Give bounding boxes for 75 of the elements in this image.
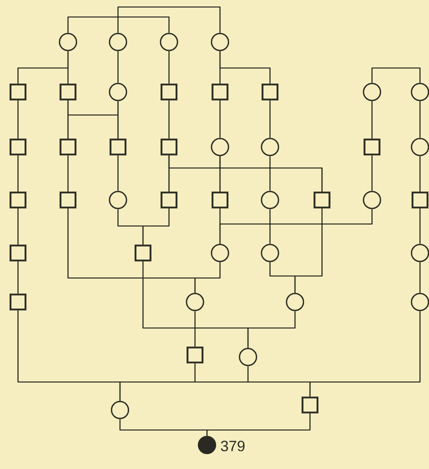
pedigree-line bbox=[269, 262, 296, 293]
pedigree-line bbox=[371, 155, 373, 191]
circle-symbol bbox=[362, 190, 382, 210]
pedigree-line bbox=[17, 208, 19, 245]
square-symbol bbox=[186, 346, 204, 364]
square-symbol bbox=[212, 84, 228, 100]
square-symbol bbox=[60, 192, 76, 208]
pedigree-line bbox=[419, 262, 421, 293]
pedigree-line bbox=[206, 413, 311, 436]
circle-symbol bbox=[58, 32, 78, 52]
pedigree-number: 379 bbox=[220, 440, 245, 452]
pedigree-line bbox=[419, 101, 421, 138]
square-symbol bbox=[160, 84, 178, 100]
pedigree-line bbox=[194, 262, 221, 293]
pedigree-line bbox=[168, 100, 170, 139]
square-symbol bbox=[262, 84, 278, 100]
circle-symbol bbox=[260, 244, 280, 262]
circle-symbol bbox=[210, 32, 230, 52]
circle-symbol bbox=[186, 292, 204, 312]
pedigree-line bbox=[194, 311, 196, 347]
square-symbol bbox=[10, 294, 26, 310]
square-symbol bbox=[134, 244, 152, 262]
square-symbol bbox=[160, 138, 178, 156]
pedigree-line bbox=[142, 208, 170, 245]
circle-symbol bbox=[238, 348, 258, 366]
pedigree-line bbox=[219, 100, 221, 138]
square-symbol bbox=[10, 192, 26, 208]
circle-symbol bbox=[108, 32, 128, 52]
square-symbol bbox=[60, 138, 76, 156]
pedigree-line bbox=[117, 155, 119, 191]
pedigree-line bbox=[419, 208, 421, 244]
pedigree-line bbox=[117, 101, 119, 139]
pedigree-line bbox=[371, 101, 373, 139]
pedigree-line bbox=[168, 51, 170, 84]
pedigree-line bbox=[219, 209, 373, 244]
pedigree-line bbox=[67, 155, 69, 192]
circle-symbol bbox=[260, 138, 280, 156]
circle-symbol bbox=[210, 244, 230, 262]
circle-symbol bbox=[160, 32, 178, 52]
square-symbol bbox=[10, 138, 26, 156]
square-symbol bbox=[364, 138, 380, 156]
pedigree-line bbox=[419, 156, 421, 192]
pedigree-line bbox=[67, 51, 69, 84]
square-symbol bbox=[10, 84, 26, 100]
pedigree-line bbox=[17, 100, 19, 139]
circle-symbol bbox=[210, 138, 230, 156]
circle-symbol bbox=[286, 292, 304, 312]
circle-symbol bbox=[108, 190, 128, 210]
circle-symbol bbox=[110, 400, 130, 420]
pedigree-line bbox=[219, 156, 323, 192]
circle-symbol bbox=[260, 190, 280, 210]
pedigree-line bbox=[247, 311, 296, 348]
square-symbol bbox=[110, 138, 126, 156]
square-symbol bbox=[412, 192, 428, 208]
pedigree-line bbox=[67, 16, 170, 33]
pedigree-line bbox=[219, 51, 271, 84]
pedigree-line bbox=[269, 209, 271, 244]
pedigree-line bbox=[17, 155, 19, 192]
square-symbol bbox=[302, 396, 318, 414]
square-symbol bbox=[212, 192, 228, 208]
pedigree-line bbox=[309, 311, 421, 397]
circle-symbol bbox=[362, 82, 382, 102]
pedigree-line bbox=[269, 100, 271, 138]
square-symbol bbox=[314, 192, 330, 208]
filled-circle-symbol bbox=[198, 436, 216, 454]
pedigree-line bbox=[371, 67, 421, 83]
square-symbol bbox=[160, 192, 178, 208]
pedigree-line bbox=[119, 366, 249, 401]
circle-symbol bbox=[108, 82, 128, 102]
square-symbol bbox=[60, 84, 76, 100]
pedigree-line bbox=[117, 6, 221, 33]
pedigree-line bbox=[117, 51, 119, 83]
pedigree-line bbox=[269, 156, 271, 191]
square-symbol bbox=[10, 244, 26, 262]
pedigree-line bbox=[17, 261, 19, 294]
